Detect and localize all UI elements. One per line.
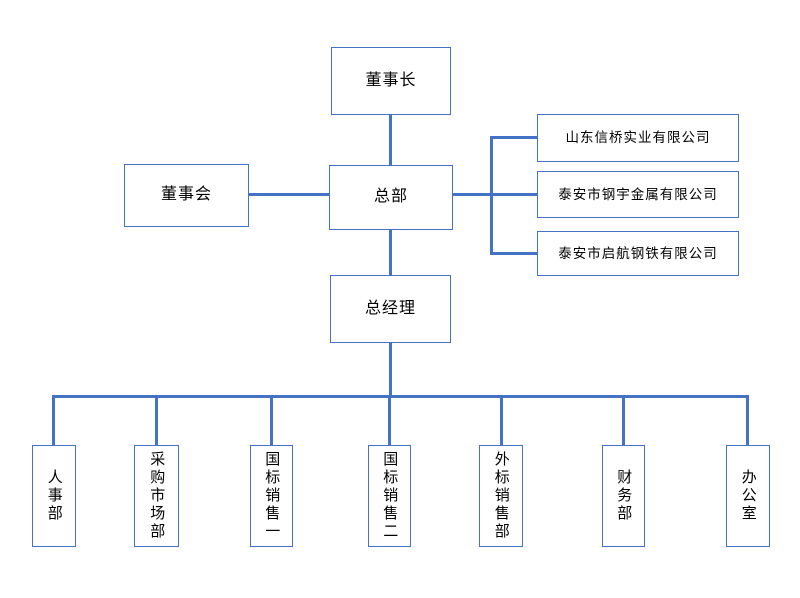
node-department-purchasing-market: 采购市场部 bbox=[134, 445, 179, 547]
connector-chairman-headquarters bbox=[389, 115, 392, 166]
node-department-national-sales-1: 国标销售一 bbox=[250, 445, 293, 547]
node-board: 董事会 bbox=[124, 164, 249, 227]
connector-board-headquarters bbox=[249, 193, 330, 196]
connector-drop-dept-2 bbox=[155, 395, 158, 446]
node-department-national-sales-2: 国标销售二 bbox=[368, 445, 411, 547]
node-subsidiary-1: 山东信桥实业有限公司 bbox=[537, 114, 739, 162]
node-department-finance: 财务部 bbox=[602, 445, 645, 547]
connector-drop-dept-1 bbox=[52, 395, 55, 446]
connector-drop-dept-4 bbox=[388, 395, 391, 446]
node-general-manager: 总经理 bbox=[330, 275, 451, 343]
connector-bracket-subsidiary-3 bbox=[490, 252, 537, 255]
node-headquarters: 总部 bbox=[329, 165, 453, 230]
node-subsidiary-2: 泰安市钢宇金属有限公司 bbox=[537, 171, 739, 218]
node-chairman: 董事长 bbox=[331, 47, 451, 115]
node-department-external-sales: 外标销售部 bbox=[479, 445, 523, 547]
connector-headquarters-bracket bbox=[452, 193, 493, 196]
connector-drop-dept-5 bbox=[500, 395, 503, 446]
node-subsidiary-3: 泰安市启航钢铁有限公司 bbox=[537, 231, 739, 276]
connector-drop-dept-3 bbox=[270, 395, 273, 446]
connector-headquarters-general-manager bbox=[389, 229, 392, 276]
node-department-office: 办公室 bbox=[726, 445, 770, 547]
connector-bracket-subsidiary-1 bbox=[490, 136, 537, 139]
connector-bracket-subsidiary-2 bbox=[490, 193, 537, 196]
connector-department-bus bbox=[52, 395, 749, 398]
node-department-hr: 人事部 bbox=[32, 445, 76, 547]
connector-general-manager-bus bbox=[389, 343, 392, 397]
connector-drop-dept-7 bbox=[746, 395, 749, 446]
connector-drop-dept-6 bbox=[622, 395, 625, 446]
